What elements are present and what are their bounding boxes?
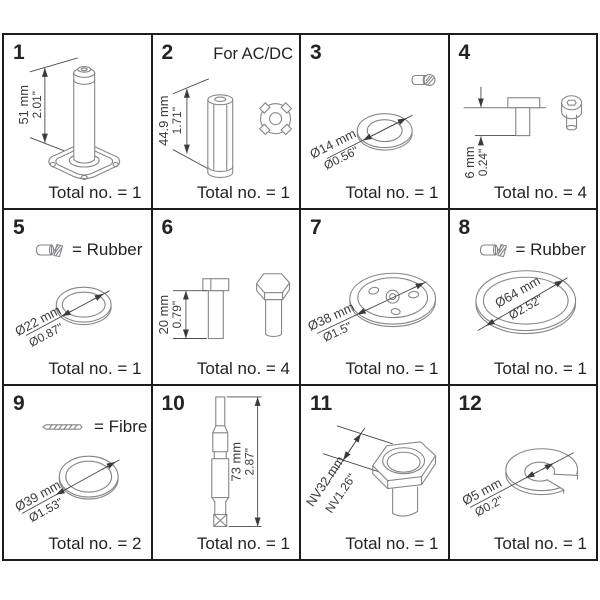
leader-line xyxy=(172,78,209,95)
spare-parts-grid: 51 mm 2.01" 1 Total no. = 1 4 xyxy=(2,33,598,561)
total-count-label: Total no. = 4 xyxy=(493,183,587,203)
oring-large-drawing: Ø64 mm Ø2.52" xyxy=(474,270,576,335)
legend-label: = Rubber xyxy=(72,240,143,260)
hole xyxy=(368,287,380,295)
clip-washer-outline xyxy=(504,447,584,495)
fibre-icon xyxy=(42,423,83,430)
bolt-drawing: 20 mm 0.79" xyxy=(155,273,290,340)
material-legend: = Rubber xyxy=(34,240,142,260)
total-count-label: Total no. = 1 xyxy=(196,183,290,203)
panel-number: 4 xyxy=(458,41,471,64)
screw-head-side xyxy=(506,97,540,109)
legend-label: = Fibre xyxy=(94,416,148,436)
panel-1: 51 mm 2.01" 1 Total no. = 1 xyxy=(3,34,152,210)
screw-shaft-side xyxy=(514,107,530,137)
total-count-label: Total no. = 1 xyxy=(345,358,439,378)
screw-3d-view xyxy=(560,95,582,131)
panel-5: Ø22 mm Ø0.87" 5 = Rubber Total no. = 1 xyxy=(3,209,152,385)
total-count-label: Total no. = 1 xyxy=(345,183,439,203)
armature-body xyxy=(73,72,96,164)
dimension-mm-label: 73 mm xyxy=(228,442,243,482)
diameter-line xyxy=(316,281,427,335)
total-count-label: Total no. = 1 xyxy=(493,533,587,553)
leader-line xyxy=(29,57,78,73)
total-count-label: Total no. = 1 xyxy=(48,358,142,378)
hex-plug-drawing: NV32 mm NV1.26" xyxy=(303,425,437,517)
hole xyxy=(390,308,401,316)
bolt-3d-view xyxy=(255,273,290,338)
rubber-icon xyxy=(479,244,507,258)
dimension-mm-label: 6 mm xyxy=(461,146,476,178)
bolt-shaft-side xyxy=(207,290,224,340)
locking-washer-top-view xyxy=(258,102,292,136)
dimension-inch-label: 2.87" xyxy=(242,448,256,475)
panel-8: Ø64 mm Ø2.52" 8 = Rubber Total no. = 1 xyxy=(448,209,597,385)
panel-number: 10 xyxy=(161,391,185,415)
stem-pin-drawing: 73 mm 2.87" xyxy=(210,396,262,527)
total-count-label: Total no. = 1 xyxy=(345,533,439,553)
panel-number: 3 xyxy=(310,41,322,64)
panel-9: Ø39 mm Ø1.53" 9 = Fibre Total no. = 2 xyxy=(3,384,152,560)
armature-acdc-drawing: 44.9 mm 1.71" xyxy=(155,78,292,178)
total-count-label: Total no. = 1 xyxy=(196,533,290,553)
extension-line xyxy=(336,425,393,444)
panel-7: Ø38 mm Ø1.5" 7 Total no. = 1 xyxy=(300,209,449,385)
panel-number: 9 xyxy=(13,391,25,415)
total-count-label: Total no. = 4 xyxy=(196,358,290,378)
panel-number: 2 xyxy=(161,41,174,64)
stem-pin-outline xyxy=(210,396,229,527)
panel-11: NV32 mm NV1.26" 11 Total no. = 1 xyxy=(300,384,449,560)
total-count-label: Total no. = 1 xyxy=(493,358,587,378)
panel-2: 44.9 mm 1.71" 2 For AC/DC Total no. = 1 xyxy=(151,34,300,210)
gasket-drawing: Ø14 mm Ø0.56" xyxy=(307,113,413,173)
fibre-gasket-drawing: Ø39 mm Ø1.53" xyxy=(12,455,120,525)
diameter-line xyxy=(469,452,574,508)
rubber-icon xyxy=(35,244,64,258)
panel-12: Ø5 mm Ø0.2" 12 Total no. = 1 xyxy=(448,384,597,560)
panel-number: 7 xyxy=(310,216,322,240)
armature-body xyxy=(206,99,233,178)
material-legend: = Rubber xyxy=(478,240,586,260)
panel-6: 20 mm 0.79" 6 Total no. = 4 xyxy=(151,209,300,385)
dimension-mm-label: 44.9 mm xyxy=(155,95,170,145)
total-count-label: Total no. = 2 xyxy=(48,533,142,553)
panel-number: 1 xyxy=(13,41,25,64)
oring-drawing: Ø22 mm Ø0.87" xyxy=(12,286,112,350)
panel-number: 8 xyxy=(458,216,471,240)
panel-3: Ø14 mm Ø0.56" 3 Total no. = 1 xyxy=(300,34,449,210)
hex-plug-outline xyxy=(372,440,437,517)
panel-number: 6 xyxy=(161,216,174,240)
extension-line xyxy=(172,290,207,340)
panel-number: 5 xyxy=(13,216,25,240)
total-count-label: Total no. = 1 xyxy=(48,183,142,203)
dimension-inch-label: 0.24" xyxy=(475,149,489,176)
panel-10: 73 mm 2.87" 10 Total no. = 1 xyxy=(151,384,300,560)
panel-number: 11 xyxy=(310,391,333,415)
legend-label: = Rubber xyxy=(515,240,586,260)
screw-drawing: 6 mm 0.24" xyxy=(461,86,582,179)
lock-washer-drawing: Ø5 mm Ø0.2" xyxy=(459,447,584,519)
hole xyxy=(408,291,420,299)
diaphragm-drawing: Ø38 mm Ø1.5" xyxy=(305,273,437,345)
armature-assembly-drawing: 51 mm 2.01" xyxy=(16,57,121,180)
rubber-icon xyxy=(410,72,436,93)
material-legend: = Fibre xyxy=(40,417,147,437)
bolt-head-side xyxy=(201,278,229,292)
dimension-mm-label: 51 mm xyxy=(16,85,31,125)
panel-number: 12 xyxy=(458,391,482,415)
dimension-inch-label: 0.79" xyxy=(169,301,183,328)
dimension-mm-label: 20 mm xyxy=(155,295,170,335)
panel-4: 6 mm 0.24" 4 Total no. = 4 xyxy=(448,34,597,210)
dimension-inch-label: 1.71" xyxy=(169,107,183,134)
rubber-icon xyxy=(410,73,436,87)
extension-line xyxy=(322,452,379,472)
hub xyxy=(385,289,400,305)
acdc-note: For AC/DC xyxy=(213,45,293,63)
dimension-inch-label: 2.01" xyxy=(30,91,44,118)
